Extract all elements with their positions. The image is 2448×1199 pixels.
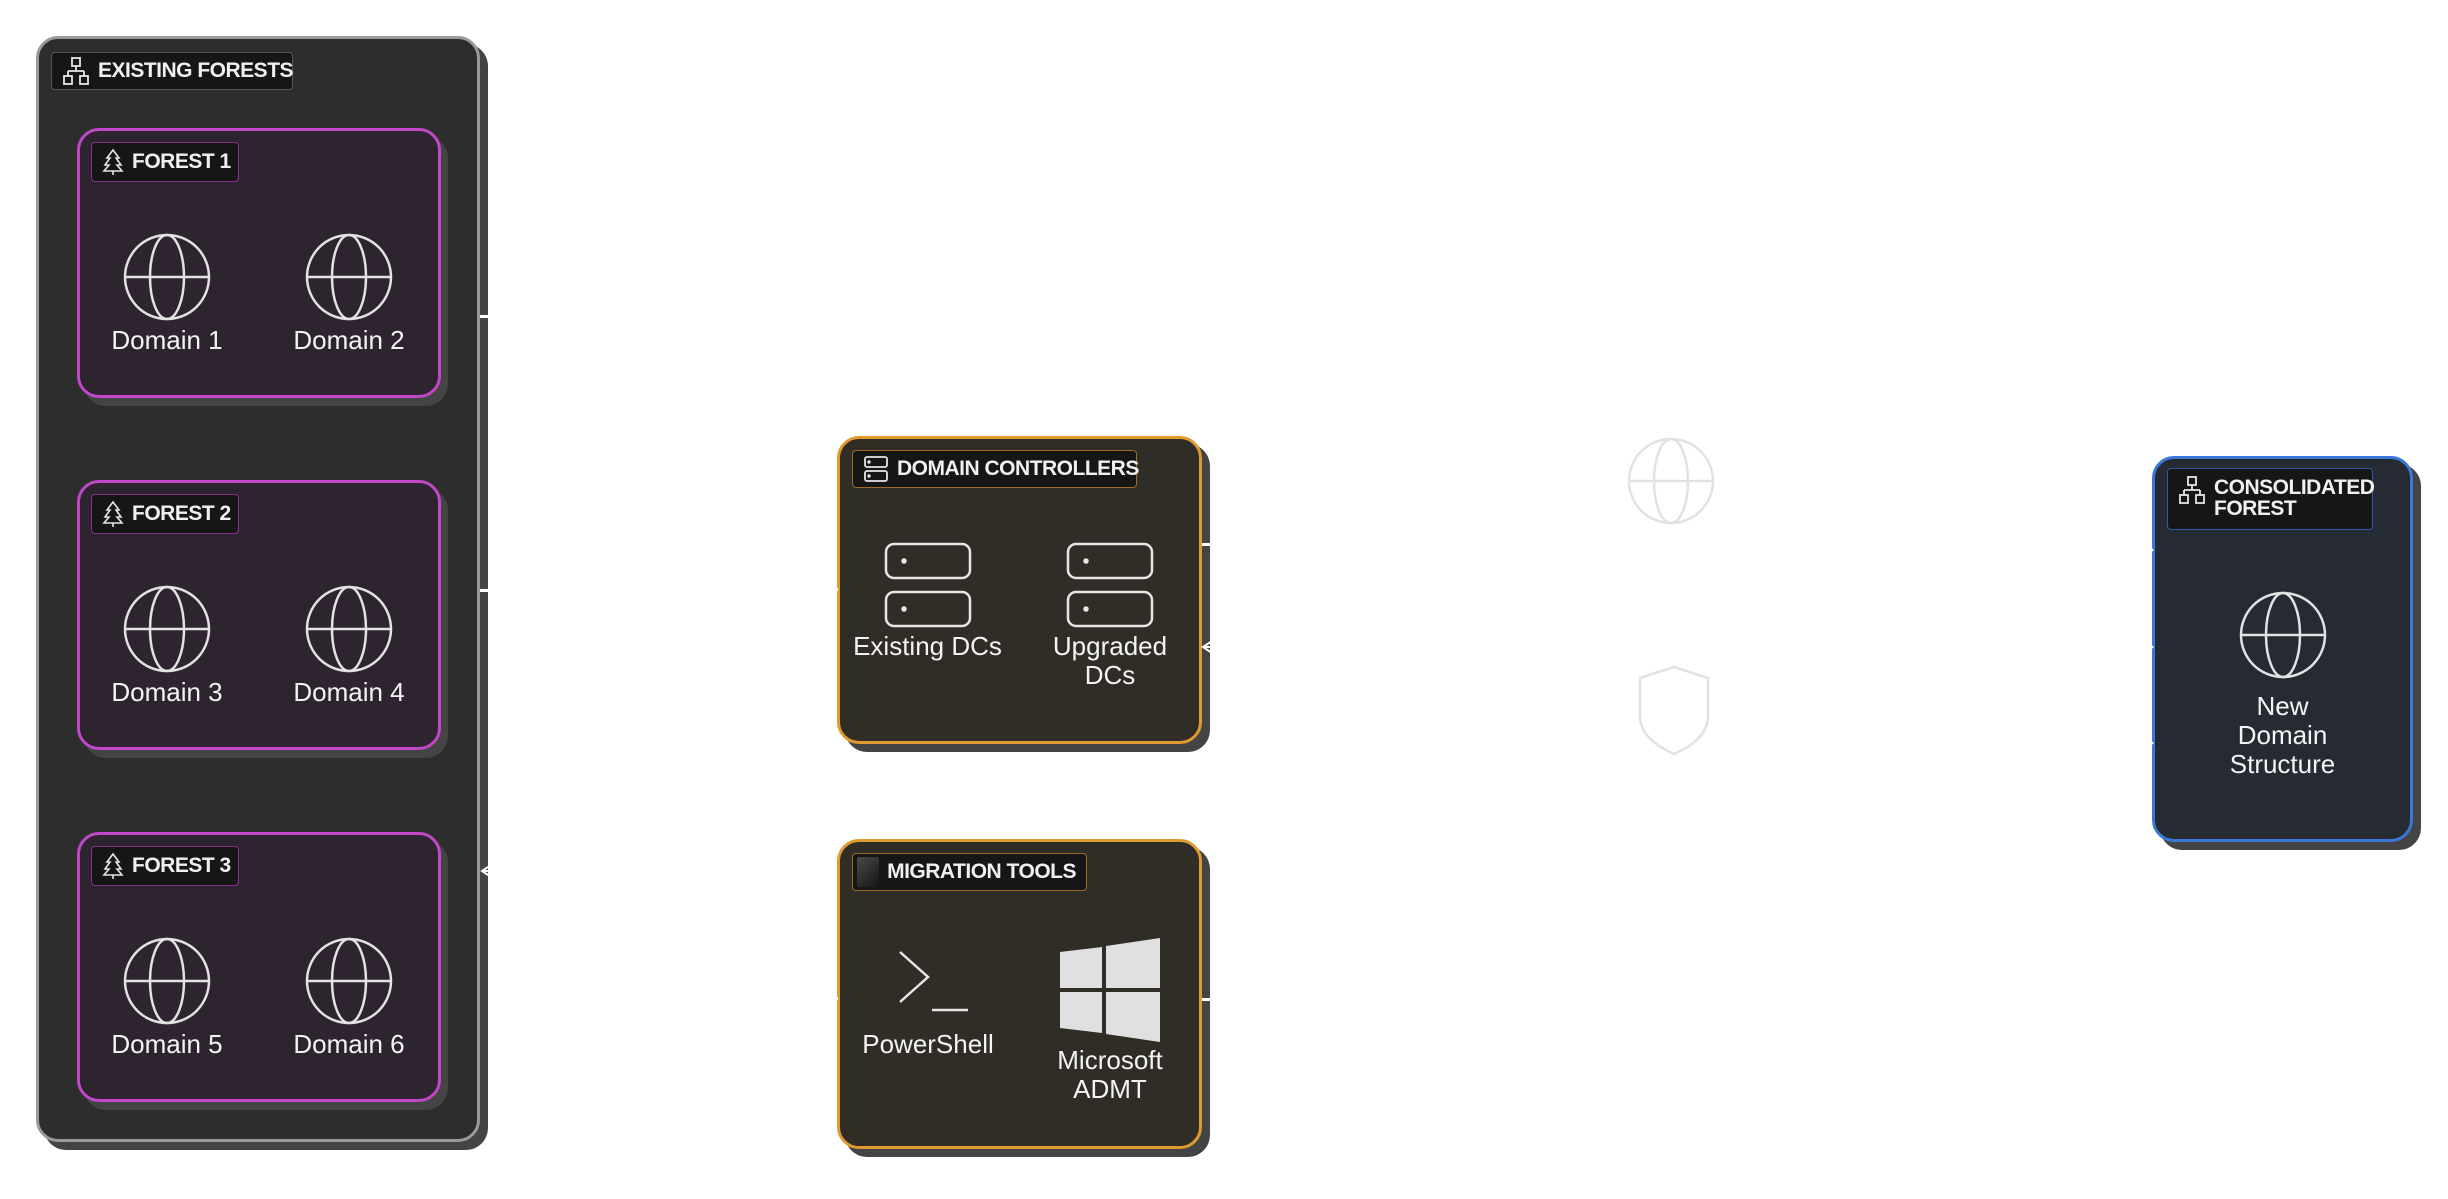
globe-icon bbox=[123, 585, 211, 673]
globe-icon bbox=[123, 233, 211, 321]
forest-label: FOREST 3 bbox=[91, 846, 239, 886]
migration-tools-title: MIGRATION TOOLS bbox=[887, 860, 1076, 883]
globe-icon bbox=[305, 937, 393, 1025]
domain-controllers-title: DOMAIN CONTROLLERS bbox=[897, 457, 1139, 480]
forest-title: FOREST 3 bbox=[132, 854, 231, 877]
globe-icon bbox=[1627, 437, 1715, 525]
tool-item-powershell[interactable]: PowerShell bbox=[858, 946, 998, 1059]
domain-item[interactable]: Domain 1 bbox=[97, 232, 237, 355]
arrow-head-icon bbox=[2148, 642, 2154, 652]
tree-icon bbox=[102, 148, 124, 175]
domain-label: Domain 3 bbox=[111, 677, 223, 707]
consolidated-item-label: New Domain Structure bbox=[2229, 691, 2336, 779]
domain-item[interactable]: Domain 2 bbox=[279, 232, 419, 355]
connector-stub bbox=[832, 588, 838, 591]
existing-forests-title: EXISTING FORESTS bbox=[98, 59, 294, 82]
domain-item[interactable]: Domain 4 bbox=[279, 584, 419, 707]
tool-item-admt[interactable]: Microsoft ADMT bbox=[1035, 938, 1185, 1104]
domain-controllers-label: DOMAIN CONTROLLERS bbox=[852, 450, 1139, 488]
connector-stub bbox=[1202, 543, 1212, 546]
migration-tools-label: MIGRATION TOOLS bbox=[852, 853, 1087, 891]
existing-forests-label: EXISTING FORESTS bbox=[51, 52, 294, 90]
forest-group[interactable] bbox=[77, 832, 441, 1102]
connector-stub bbox=[480, 589, 490, 592]
domain-label: Domain 5 bbox=[111, 1029, 223, 1059]
tool-item-label: Microsoft ADMT bbox=[1057, 1045, 1163, 1104]
connector-stub bbox=[832, 997, 838, 1000]
globe-icon bbox=[123, 937, 211, 1025]
arrow-head-icon bbox=[2148, 545, 2154, 555]
tool-item-label: PowerShell bbox=[862, 1029, 994, 1059]
dc-item-label: Upgraded DCs bbox=[1052, 631, 1168, 690]
tree-icon bbox=[102, 852, 124, 879]
server-icon bbox=[864, 456, 888, 482]
forest-title: FOREST 1 bbox=[132, 150, 231, 173]
domain-label: Domain 2 bbox=[293, 325, 405, 355]
domain-item[interactable]: Domain 3 bbox=[97, 584, 237, 707]
domain-label: Domain 6 bbox=[293, 1029, 405, 1059]
globe-icon bbox=[305, 585, 393, 673]
forest-title: FOREST 2 bbox=[132, 502, 231, 525]
forest-group[interactable] bbox=[77, 128, 441, 398]
consolidated-item-new-domain[interactable]: New Domain Structure bbox=[2200, 590, 2365, 779]
domain-item[interactable]: Domain 6 bbox=[279, 936, 419, 1059]
globe-icon bbox=[305, 233, 393, 321]
terminal-icon bbox=[899, 951, 968, 1012]
windows-icon bbox=[1060, 938, 1160, 1042]
connector-stub bbox=[480, 315, 490, 318]
connector-stub bbox=[1202, 998, 1212, 1001]
consolidated-forest-label: CONSOLIDATED FOREST bbox=[2167, 468, 2375, 530]
hierarchy-icon bbox=[2179, 476, 2205, 504]
consolidated-forest-title: CONSOLIDATED FOREST bbox=[2214, 476, 2375, 520]
hierarchy-icon bbox=[63, 57, 89, 85]
arrow-head-icon bbox=[2148, 738, 2154, 748]
globe-icon bbox=[2239, 591, 2326, 679]
server-icon bbox=[884, 542, 971, 628]
dc-item-label: Existing DCs bbox=[853, 631, 1002, 661]
shield-icon bbox=[1638, 665, 1710, 756]
forest-label: FOREST 1 bbox=[91, 142, 239, 182]
arrow-head-icon bbox=[480, 864, 493, 878]
domain-label: Domain 1 bbox=[111, 325, 223, 355]
domain-label: Domain 4 bbox=[293, 677, 405, 707]
forest-label: FOREST 2 bbox=[91, 494, 239, 534]
dc-item-existing[interactable]: Existing DCs bbox=[850, 540, 1005, 661]
dc-item-upgraded[interactable]: Upgraded DCs bbox=[1035, 540, 1185, 690]
tree-icon bbox=[102, 500, 124, 527]
server-icon bbox=[1066, 542, 1154, 628]
blank-icon bbox=[857, 857, 880, 887]
domain-item[interactable]: Domain 5 bbox=[97, 936, 237, 1059]
arrow-head-icon bbox=[1201, 640, 1214, 654]
